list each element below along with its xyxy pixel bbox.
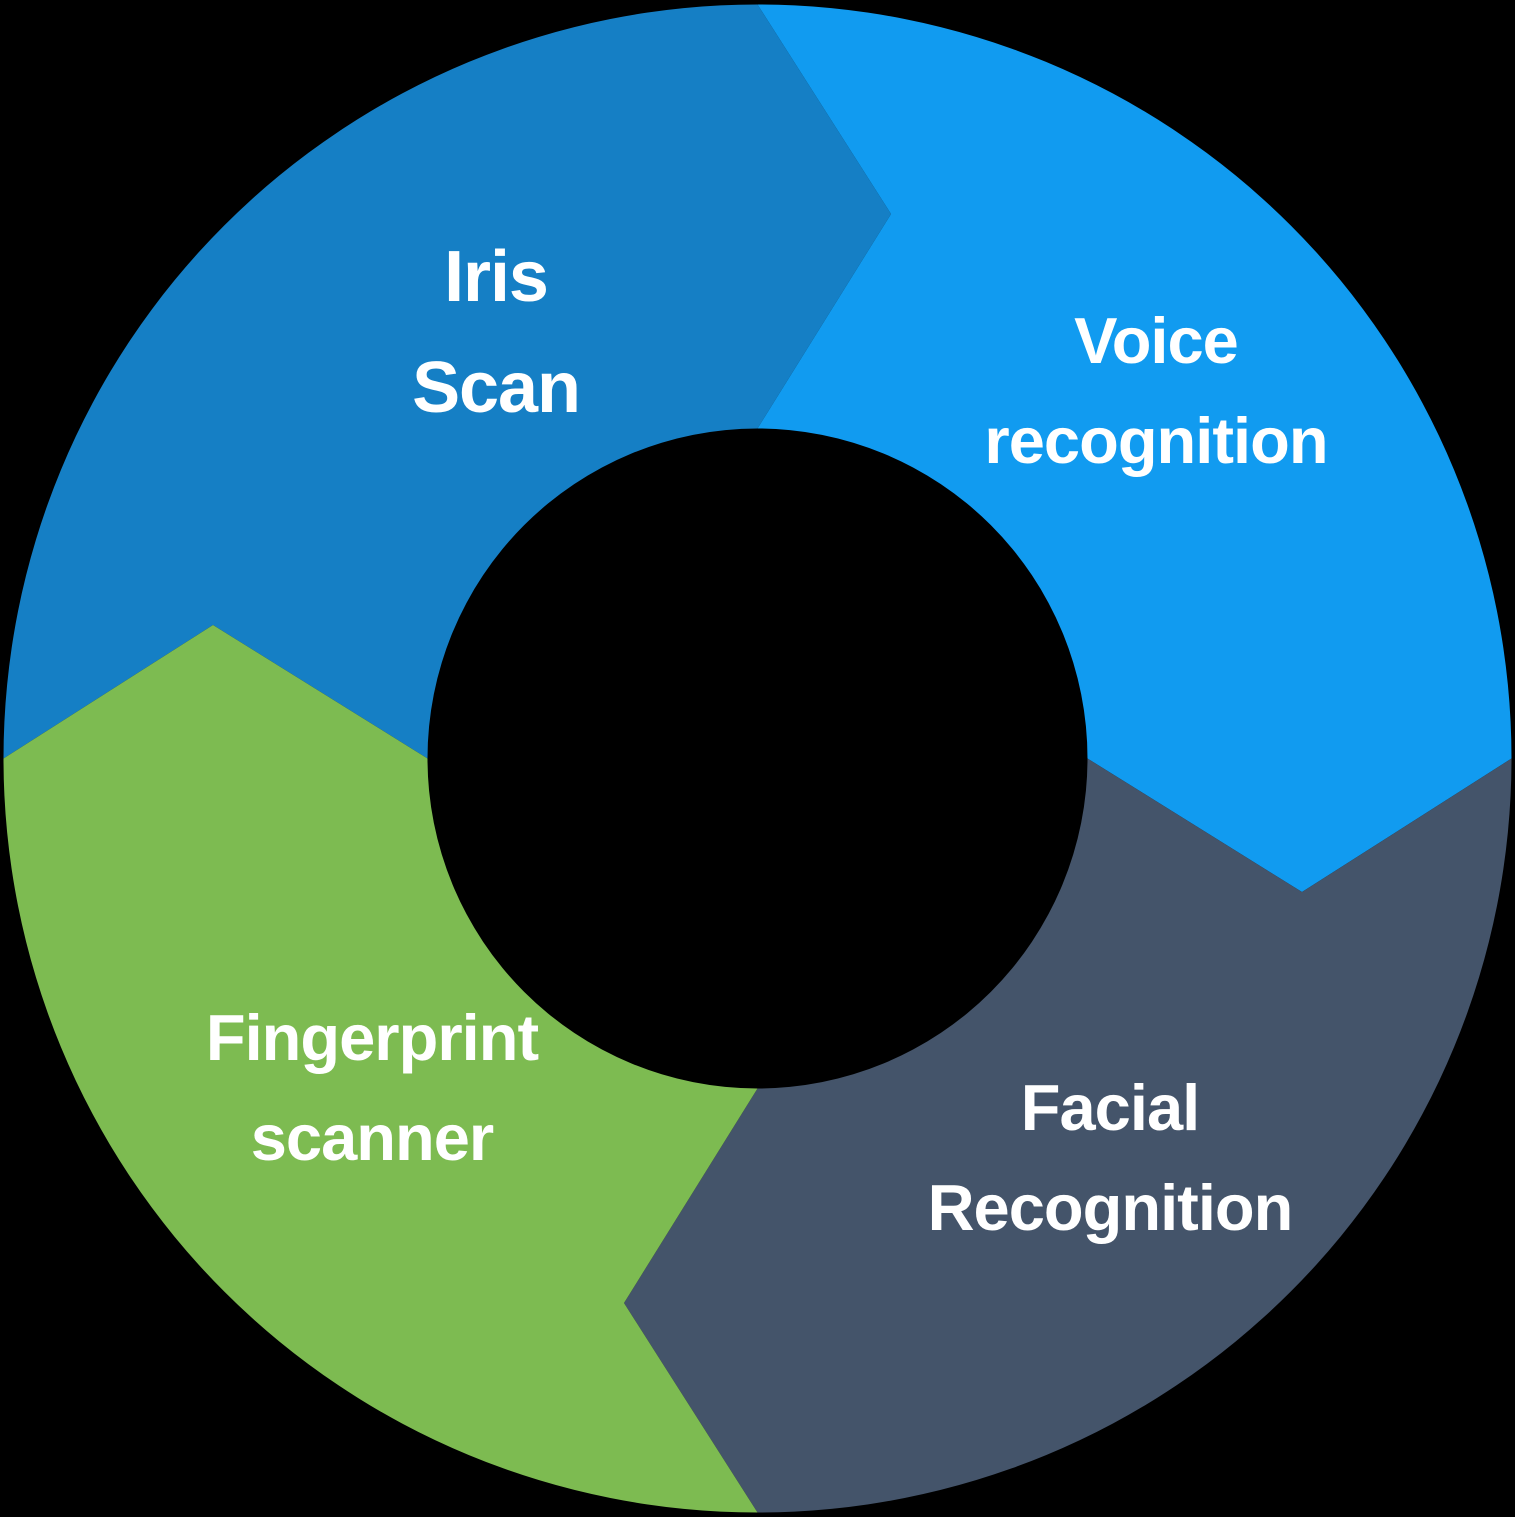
label-voice-recognition-line2: recognition xyxy=(984,404,1328,477)
label-fingerprint-scanner-line1: Fingerprint xyxy=(205,1000,539,1074)
label-fingerprint-scanner-line2: scanner xyxy=(250,1101,494,1174)
label-facial-recognition-line1: Facial xyxy=(1020,1070,1200,1144)
label-voice-recognition: Voice recognition xyxy=(984,291,1328,491)
label-facial-recognition: Facial Recognition xyxy=(927,1058,1294,1258)
label-voice-recognition-line1: Voice xyxy=(1074,303,1239,377)
label-facial-recognition-line2: Recognition xyxy=(927,1171,1294,1244)
label-fingerprint-scanner: Fingerprint scanner xyxy=(205,988,539,1188)
label-iris-scan-line1: Iris xyxy=(444,237,549,318)
label-iris-scan-line2: Scan xyxy=(412,348,581,428)
label-iris-scan: Iris Scan xyxy=(412,222,581,444)
